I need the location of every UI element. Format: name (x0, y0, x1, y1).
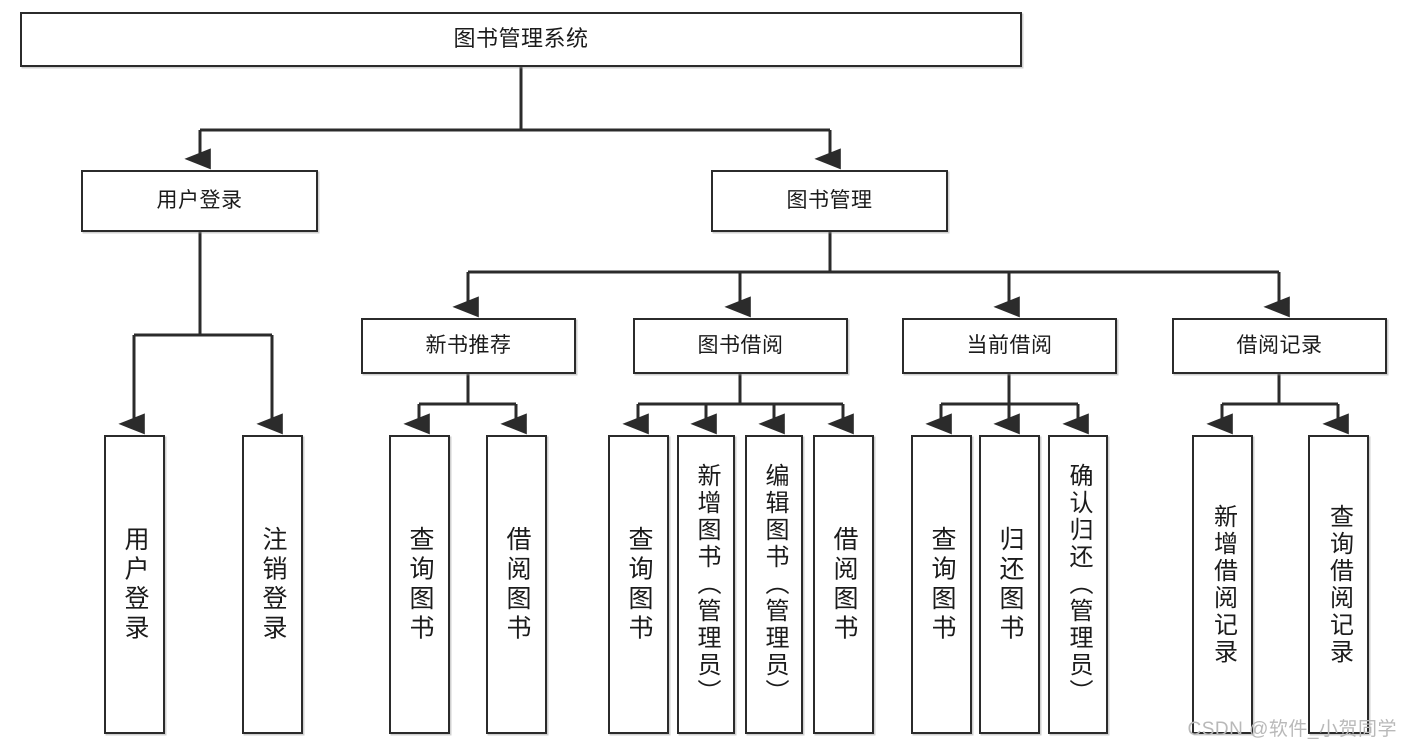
node-label: 借阅记录 (1236, 334, 1323, 358)
node-label: 借阅图书 (503, 525, 531, 644)
leaf-query-book-borrowing[interactable]: 查询图书 (608, 435, 669, 734)
node-label: 用户登录 (156, 189, 243, 213)
node-label: 图书借阅 (697, 334, 784, 358)
node-label: 借阅图书 (830, 525, 858, 644)
node-label: 查询图书 (406, 525, 434, 644)
leaf-borrow-book-borrowing[interactable]: 借阅图书 (813, 435, 874, 734)
leaf-query-book-new-recommendation[interactable]: 查询图书 (389, 435, 450, 734)
node-label: 图书管理 (786, 189, 873, 213)
leaf-logout[interactable]: 注销登录 (242, 435, 303, 734)
node-label: 当前借阅 (966, 334, 1053, 358)
node-user-login[interactable]: 用户登录 (81, 170, 318, 232)
leaf-add-book-admin[interactable]: 新增图书（管理员） (677, 435, 735, 734)
node-label: 新书推荐 (425, 334, 512, 358)
node-label: 归还图书 (996, 525, 1024, 644)
node-book-borrowing[interactable]: 图书借阅 (633, 318, 848, 374)
leaf-edit-book-admin[interactable]: 编辑图书（管理员） (745, 435, 803, 734)
leaf-query-borrow-record[interactable]: 查询借阅记录 (1308, 435, 1369, 734)
leaf-user-login[interactable]: 用户登录 (104, 435, 165, 734)
node-label: 查询借阅记录 (1325, 503, 1353, 666)
node-label: 新增借阅记录 (1209, 503, 1237, 666)
node-label: 用户登录 (121, 525, 149, 644)
node-label: 编辑图书（管理员） (761, 463, 788, 706)
node-new-book-recommendation[interactable]: 新书推荐 (361, 318, 576, 374)
node-current-borrowing[interactable]: 当前借阅 (902, 318, 1117, 374)
leaf-query-book-current[interactable]: 查询图书 (911, 435, 972, 734)
leaf-return-book[interactable]: 归还图书 (979, 435, 1040, 734)
node-label: 新增图书（管理员） (693, 463, 720, 706)
node-borrowing-record[interactable]: 借阅记录 (1172, 318, 1387, 374)
node-book-management[interactable]: 图书管理 (711, 170, 948, 232)
leaf-borrow-book-new-recommendation[interactable]: 借阅图书 (486, 435, 547, 734)
node-label: 查询图书 (928, 525, 956, 644)
node-label: 查询图书 (625, 525, 653, 644)
leaf-confirm-return-admin[interactable]: 确认归还（管理员） (1048, 435, 1108, 734)
node-label: 图书管理系统 (453, 26, 589, 52)
node-label: 确认归还（管理员） (1065, 463, 1092, 706)
node-root-book-management-system[interactable]: 图书管理系统 (20, 12, 1022, 67)
leaf-add-borrow-record[interactable]: 新增借阅记录 (1192, 435, 1253, 734)
node-label: 注销登录 (259, 525, 287, 644)
